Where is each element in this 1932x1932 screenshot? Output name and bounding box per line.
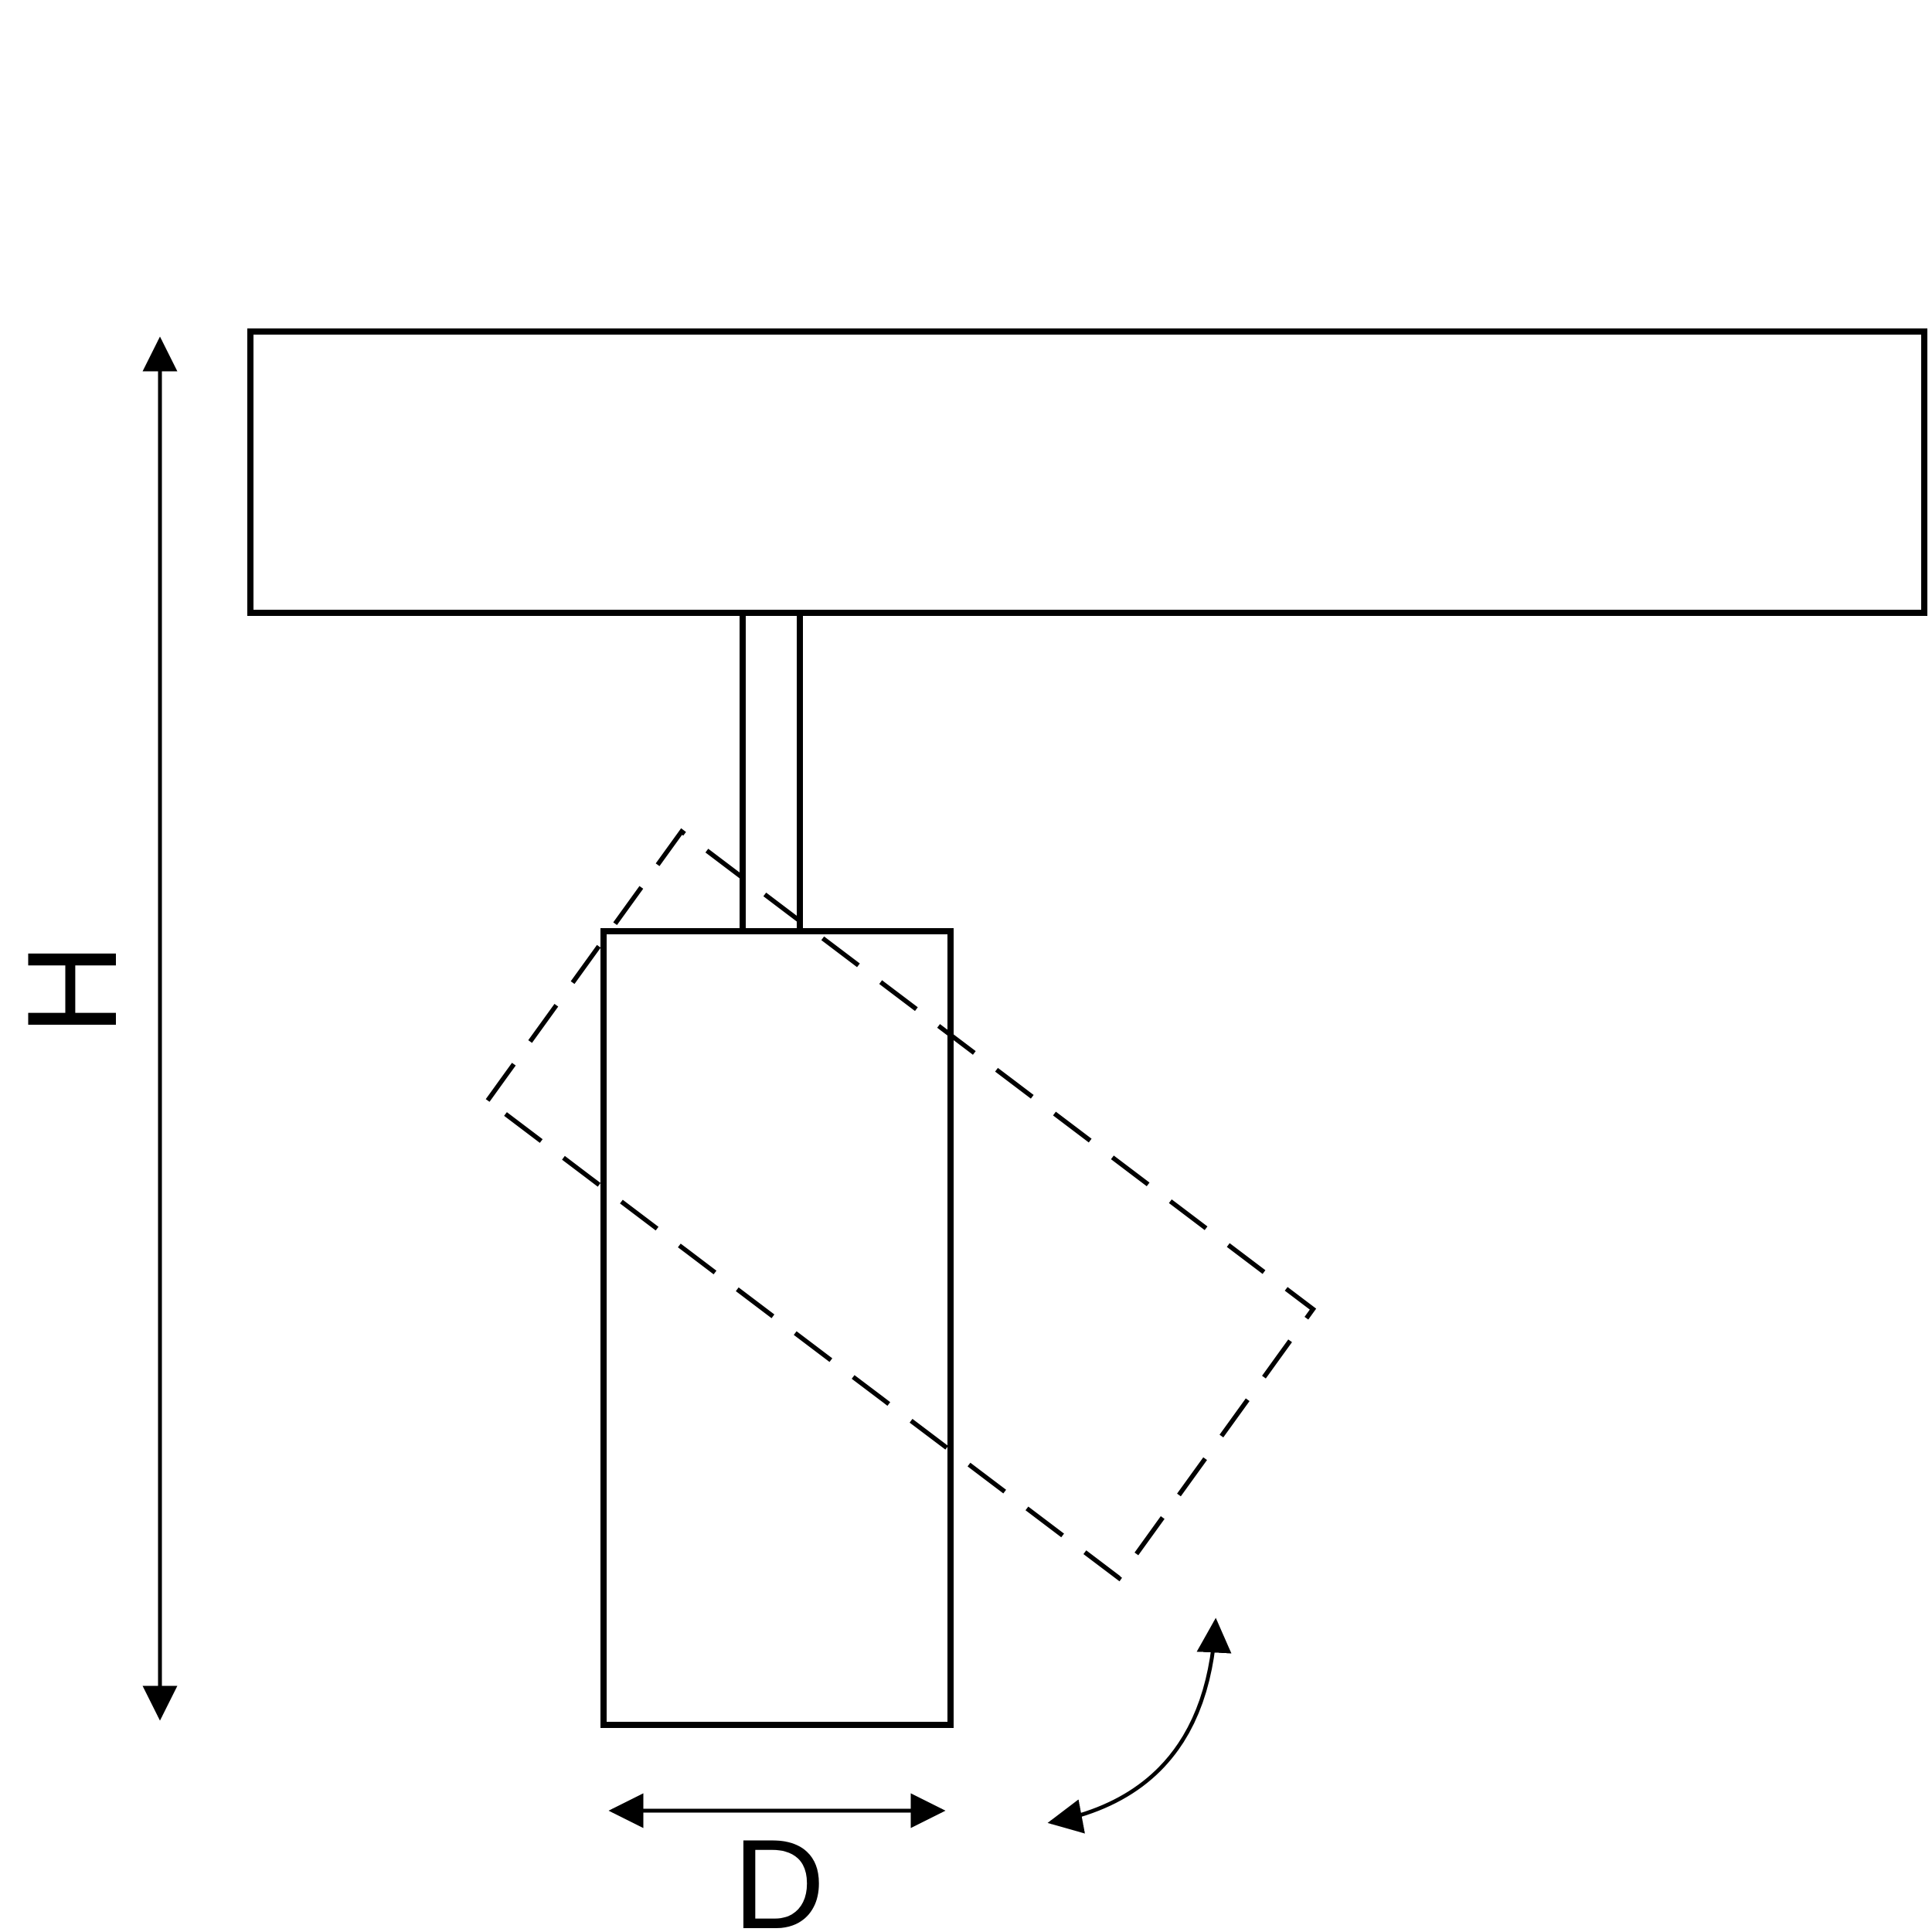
stem [740, 613, 803, 931]
height-dimension: H [1, 336, 178, 1721]
ceiling-track-bar [247, 328, 1927, 616]
diameter-dimension: D [608, 1793, 946, 1932]
lamp-body-rotated-ghost [484, 828, 1317, 1582]
height-label: H [1, 943, 143, 1035]
rotation-arrow [1047, 1617, 1232, 1834]
lamp-body [600, 928, 954, 1728]
diameter-label: D [733, 1813, 825, 1932]
